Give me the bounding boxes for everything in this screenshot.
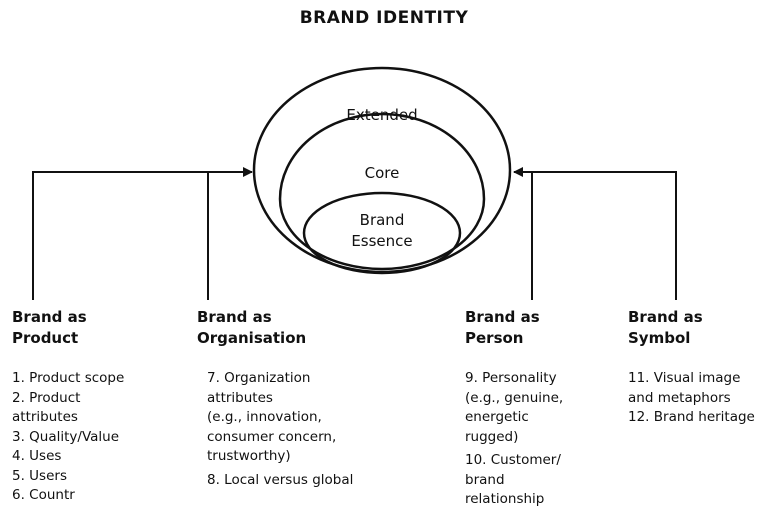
organisation-items-list: 7. Organization attributes (e.g., innova… [207,369,397,490]
core-ring [278,112,486,271]
brand-as-product-heading: Brand as Product [12,308,87,347]
organisation-item: 8. Local versus global [207,471,354,488]
organisation-item: 7. Organization attributes (e.g., innova… [207,370,337,464]
brand-as-symbol-heading: Brand as Symbol [628,308,703,347]
product-items-list: 1. Product scope 2. Product attributes 3… [12,369,182,506]
extended-label: Extended [346,106,418,124]
brand-essence-line1: Brand [359,211,405,229]
brand-essence-line2: Essence [351,232,413,250]
product-item: 6. Countr [12,487,75,503]
product-item: 3. Quality/Value [12,428,120,445]
person-items-list: 9. Personality (e.g., genuine, energetic… [465,369,615,510]
brand-as-organisation-heading: Brand as Organisation [197,308,307,347]
person-item: 9. Personality (e.g., genuine, energetic… [465,370,564,445]
brand-essence-ring [302,191,462,275]
brand-as-person-heading: Brand as Person [465,308,540,347]
person-item: 10. Customer/ brand relationship [465,452,561,507]
diagram-title: BRAND IDENTITY [299,8,469,28]
core-label: Core [364,164,400,182]
symbol-item: 12. Brand heritage [628,409,755,425]
product-connector-line [32,167,253,300]
brand-as-person-column: Brand as Person 9. Personality (e.g., ge… [465,307,615,510]
brand-as-symbol-column: Brand as Symbol 11. Visual image and met… [628,307,768,428]
product-item: 2. Product attributes [12,389,81,426]
brand-as-organisation-column: Brand as Organisation 7. Organization at… [197,307,397,490]
brand-as-product-column: Brand as Product 1. Product scope 2. Pro… [12,307,182,506]
product-item: 4. Uses [12,448,62,464]
symbol-items-list: 11. Visual image and metaphors 12. Brand… [628,369,768,428]
product-item: 5. Users [12,467,67,484]
product-item: 1. Product scope [12,370,125,386]
symbol-item: 11. Visual image and metaphors [628,370,741,406]
brand-essence-label: Brand Essence [322,210,442,252]
symbol-connector-line [513,167,677,300]
